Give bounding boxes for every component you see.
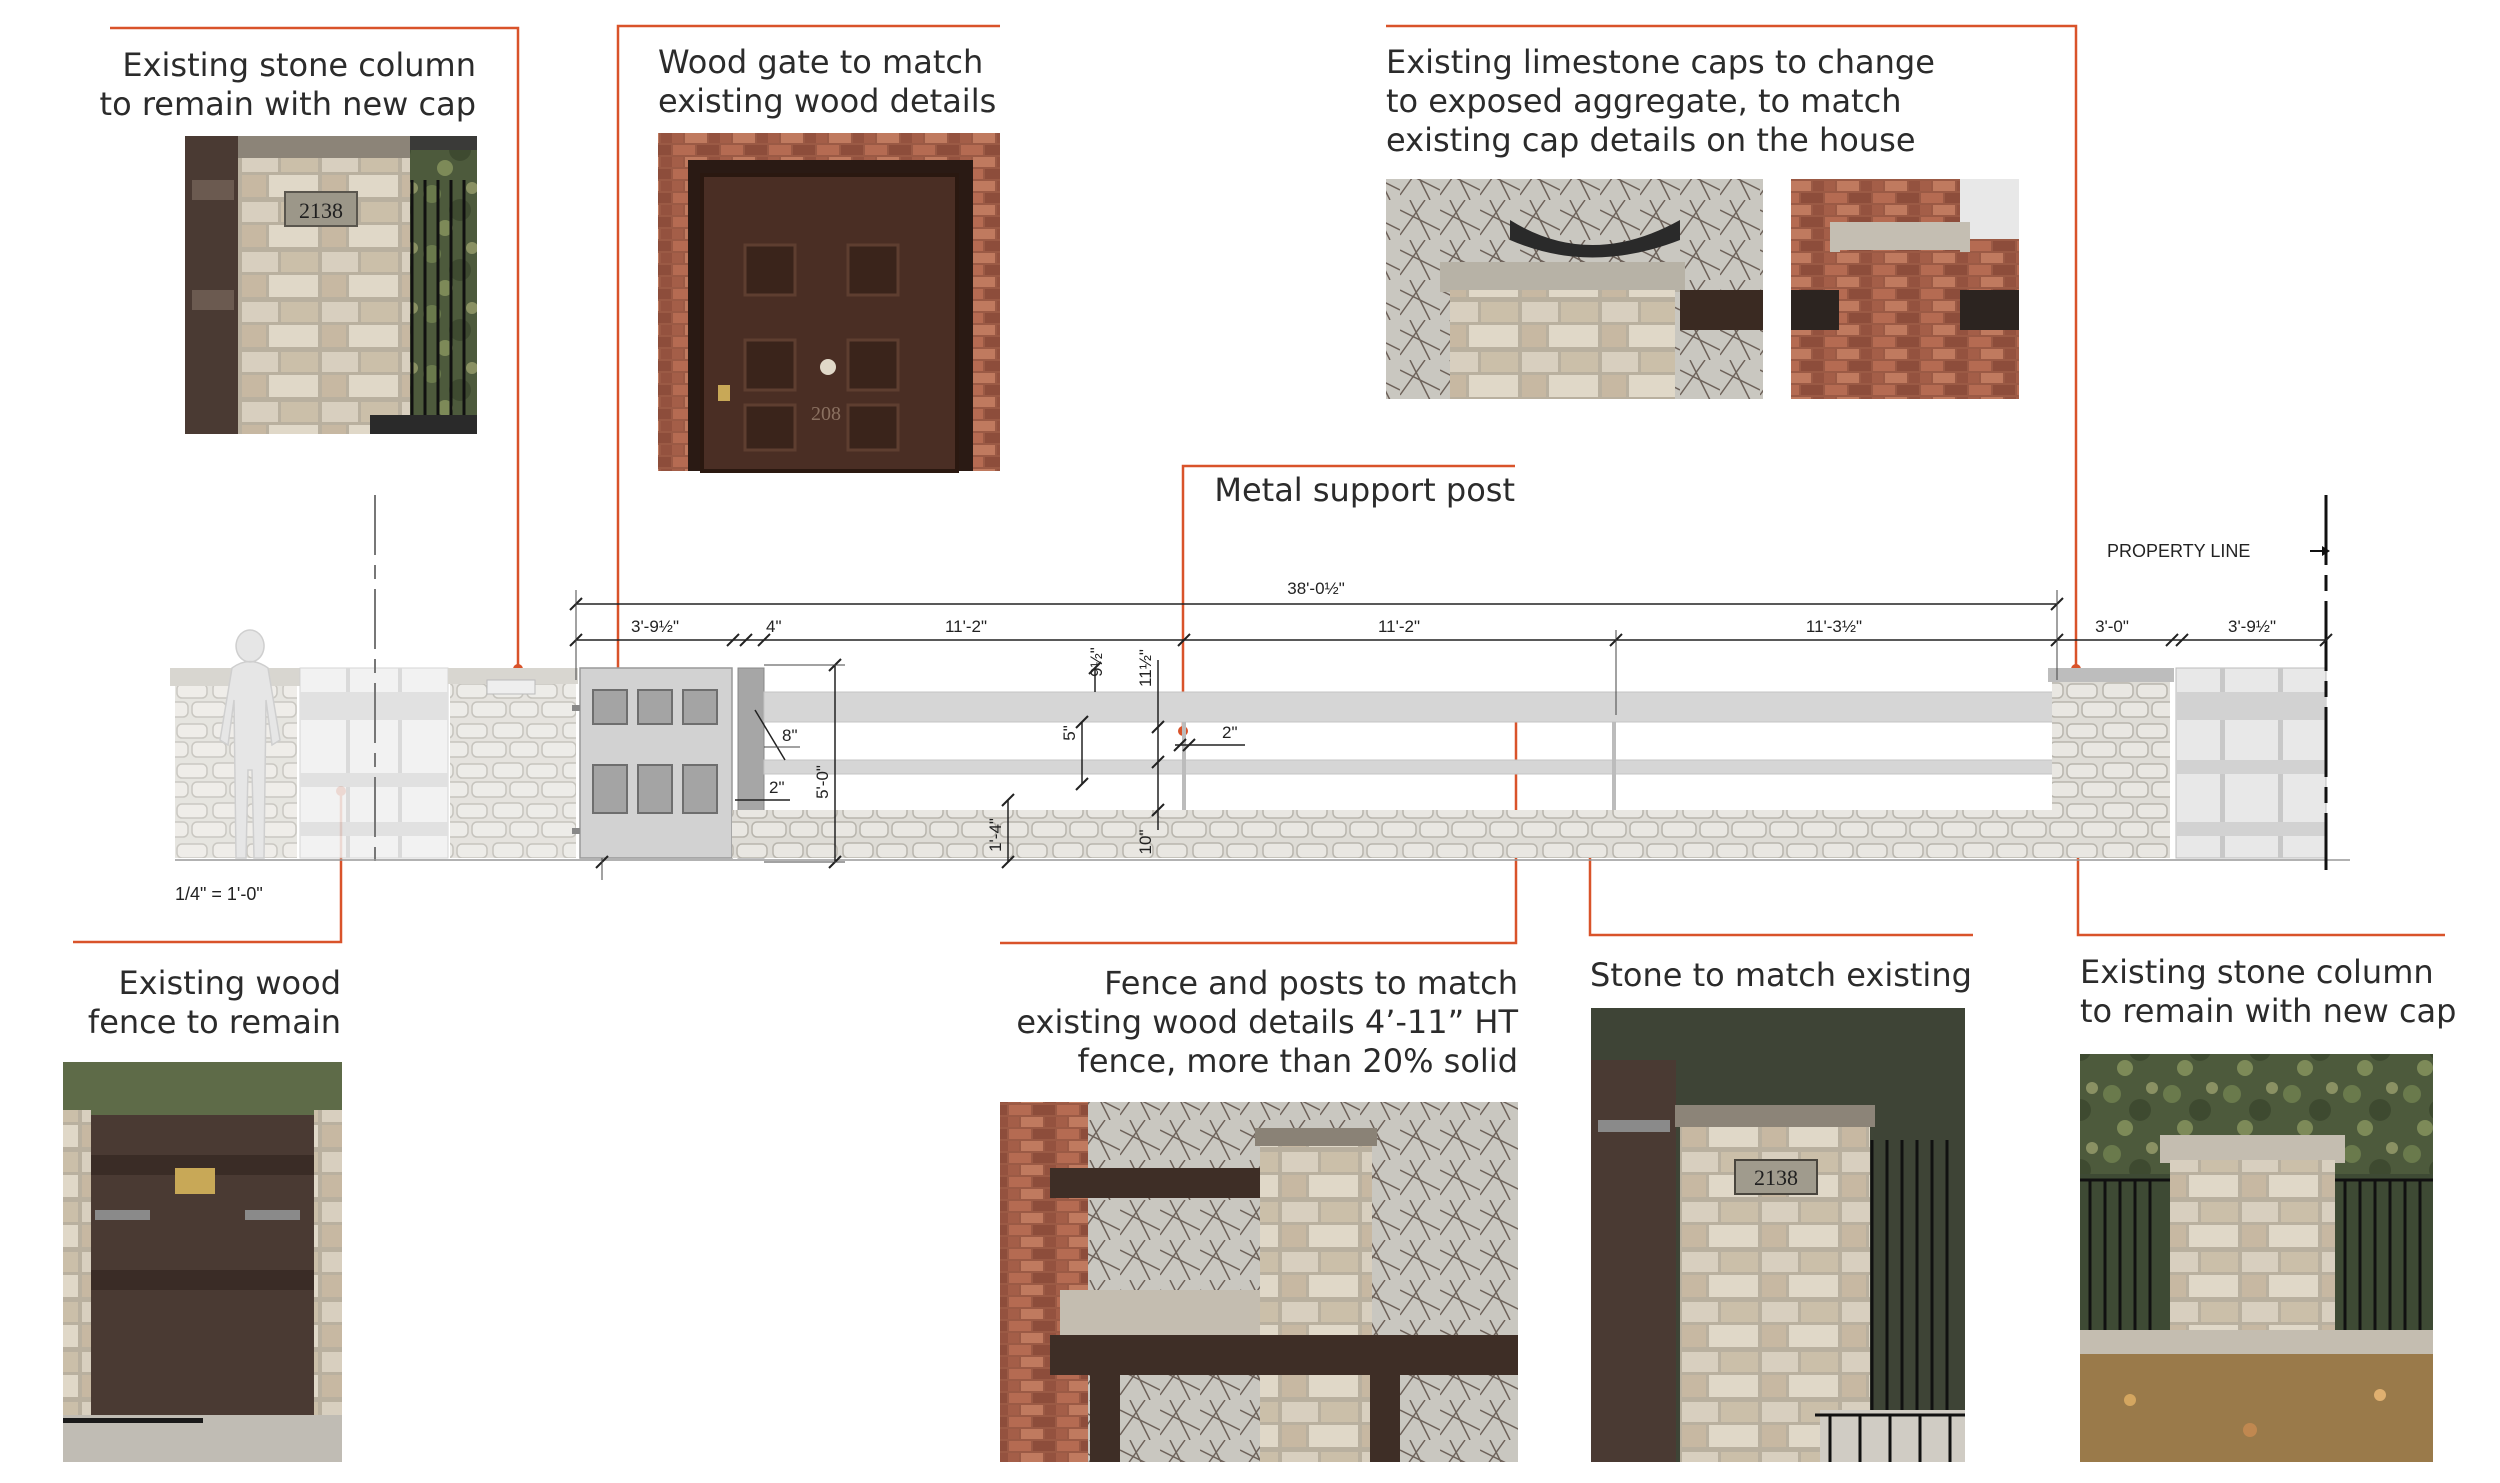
property-line-label: PROPERTY LINE xyxy=(2107,541,2250,561)
dim-gate: 3'-9½" xyxy=(631,617,679,636)
elevation-drawing: PROPERTY LINE 1/4" = 1'-0" 38'-0½" 3'-9½… xyxy=(170,495,2350,904)
existing-wood-fence-right xyxy=(2175,667,2327,859)
human-scale-figure xyxy=(219,629,281,859)
dim-seg-b: 11'-2" xyxy=(1378,617,1420,636)
callout-existing-stone-column-left: Existing stone column to remain with new… xyxy=(100,46,476,123)
dim-v-8: 8" xyxy=(782,726,798,745)
dim-overall: 38'-0½" xyxy=(1287,579,1344,598)
scale-note: 1/4" = 1'-0" xyxy=(175,884,263,904)
callout-wood-gate: Wood gate to match existing wood details xyxy=(658,43,996,120)
dim-col: 3'-0" xyxy=(2095,617,2129,636)
callout-line: Existing wood xyxy=(118,964,341,1002)
photo-stone-match: 2138 xyxy=(1591,1008,1965,1462)
callout-line: Existing limestone caps to change xyxy=(1386,43,1935,81)
right-stone-column xyxy=(2052,678,2170,858)
callout-line: existing cap details on the house xyxy=(1386,121,1916,159)
dim-seg-a: 11'-2" xyxy=(945,617,987,636)
callout-line: to remain with new cap xyxy=(2080,992,2456,1030)
callout-metal-support-post: Metal support post xyxy=(1214,471,1515,509)
existing-stone-column xyxy=(450,668,576,858)
photo-existing-wood-fence xyxy=(63,1062,342,1462)
leader-line xyxy=(1181,464,1515,731)
callout-stone-to-match: Stone to match existing xyxy=(1590,956,1972,994)
callout-fence-and-posts: Fence and posts to match existing wood d… xyxy=(1016,964,1518,1080)
dim-4: 4" xyxy=(766,617,782,636)
callout-limestone-caps: Existing limestone caps to change to exp… xyxy=(1386,43,1935,159)
dim-v-5in: 5" xyxy=(1060,725,1079,741)
callout-line: Existing stone column xyxy=(2080,953,2434,991)
callout-line: to remain with new cap xyxy=(100,85,476,123)
dim-v-10: 10" xyxy=(1136,830,1155,855)
callout-line: Existing stone column xyxy=(122,46,476,84)
right-column-cap xyxy=(2048,668,2174,682)
dim-v-2b: 2" xyxy=(1222,723,1238,742)
leader-line xyxy=(1588,829,1973,937)
photo-fence-and-posts xyxy=(1000,1102,1518,1462)
leader-line xyxy=(1000,709,1518,945)
dim-seg-c: 11'-3½" xyxy=(1806,617,1862,636)
dim-v-11: 11½" xyxy=(1136,649,1155,687)
dim-end: 3'-9½" xyxy=(2228,617,2276,636)
wood-gate-elevation xyxy=(572,667,733,859)
callout-line: Fence and posts to match xyxy=(1104,964,1518,1002)
dimension-strings: 38'-0½" 3'-9½" 4" 11'-2" 11'-2" 11'-3½" … xyxy=(569,579,2333,880)
callout-line: to exposed aggregate, to match xyxy=(1386,82,1901,120)
dim-v-1-4: 1'-4" xyxy=(986,818,1005,852)
photo-brick-column-cap xyxy=(1791,179,2019,399)
dim-v-2a: 2" xyxy=(769,778,785,797)
leader-line xyxy=(1386,24,2078,669)
dim-v-9: 9½" xyxy=(1087,647,1106,677)
callout-line: Wood gate to match xyxy=(658,43,983,81)
callout-line: existing wood details xyxy=(658,82,996,120)
leader-line xyxy=(110,26,520,669)
callout-existing-wood-fence: Existing wood fence to remain xyxy=(88,964,341,1041)
new-stone-base-wall xyxy=(732,810,2058,858)
metal-support-post xyxy=(1612,722,1616,810)
photo-wood-door: 208 xyxy=(658,133,1000,473)
metal-support-post xyxy=(1182,722,1186,810)
door-number-text: 208 xyxy=(811,403,841,425)
callout-line: existing wood details 4’-11” HT xyxy=(1016,1003,1518,1041)
callout-line: fence to remain xyxy=(88,1003,341,1041)
fence-middle-rail xyxy=(763,759,2059,775)
callout-line: Stone to match existing xyxy=(1590,956,1972,994)
callout-line: fence, more than 20% solid xyxy=(1078,1042,1518,1080)
leader-line xyxy=(616,24,1000,679)
address-plaque-text: 2138 xyxy=(299,198,343,223)
address-plaque-text: 2138 xyxy=(1754,1165,1798,1190)
fence-top-rail xyxy=(763,691,2059,723)
dim-v-5ft: 5'-0" xyxy=(813,765,832,799)
photo-stone-column-right xyxy=(2080,1054,2433,1462)
callout-existing-stone-column-right: Existing stone column to remain with new… xyxy=(2080,953,2456,1030)
photo-stone-column-address: 2138 xyxy=(185,136,477,434)
callout-line: Metal support post xyxy=(1214,471,1515,509)
photo-limestone-cap xyxy=(1386,179,1763,399)
